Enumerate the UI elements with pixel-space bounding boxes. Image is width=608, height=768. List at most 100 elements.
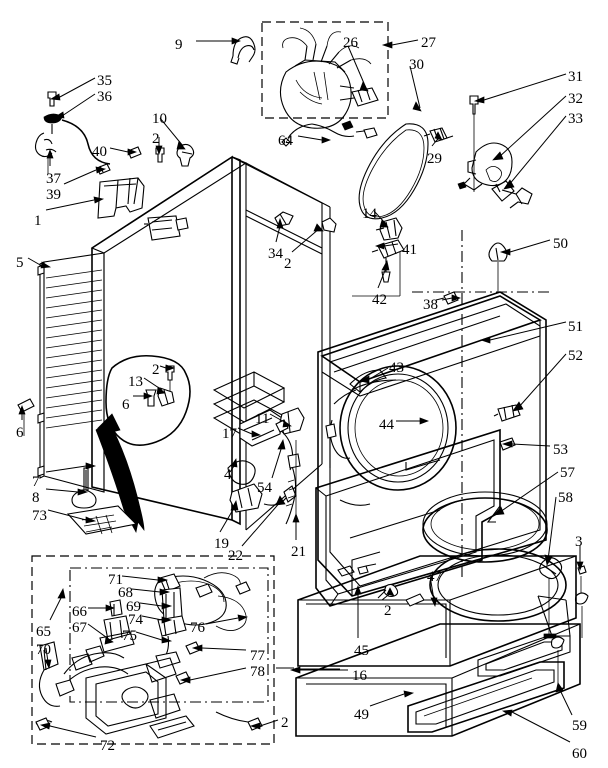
burner-inset-box — [31, 555, 275, 745]
callout-number-70: 70 — [36, 642, 51, 658]
callout-number-47: 47 — [427, 569, 442, 585]
callout-number-51: 51 — [568, 319, 583, 335]
callout-number-30: 30 — [409, 57, 424, 73]
callout-number-68: 68 — [118, 585, 133, 601]
part-41-bracket — [371, 239, 405, 259]
callout-number-66: 66 — [72, 604, 87, 620]
callout-number-8: 8 — [32, 490, 40, 506]
callout-number-38: 38 — [423, 297, 438, 313]
callout-number-2: 2 — [152, 131, 160, 147]
callout-number-34: 34 — [268, 246, 283, 262]
callout-number-29: 29 — [427, 151, 442, 167]
drive-belt — [358, 123, 429, 220]
door-opening — [339, 365, 457, 491]
callout-number-11: 11 — [255, 411, 270, 427]
callout-number-27: 27 — [421, 35, 436, 51]
callout-number-58: 58 — [558, 490, 573, 506]
part-31-screw — [469, 95, 479, 192]
part-14-hinge — [375, 217, 403, 241]
part-2-cabinet-top-screw — [321, 217, 337, 233]
cabinet-access-opening — [105, 354, 191, 446]
part-36-hose — [61, 119, 111, 165]
callout-number-7: 7 — [32, 474, 40, 490]
callout-number-49: 49 — [354, 707, 369, 723]
callout-number-2: 2 — [281, 715, 289, 731]
callout-number-6: 6 — [122, 397, 130, 413]
callout-number-41: 41 — [402, 242, 417, 258]
assembly-direction-arrow — [95, 413, 145, 534]
burner-assembly — [35, 572, 263, 739]
part-3-screw — [574, 565, 589, 638]
callout-number-35: 35 — [97, 73, 112, 89]
callout-number-9: 9 — [175, 37, 183, 53]
callout-number-78: 78 — [250, 664, 265, 680]
callout-number-16: 16 — [352, 668, 367, 684]
callout-number-10: 10 — [152, 111, 167, 127]
callout-number-31: 31 — [568, 69, 583, 85]
callout-number-71: 71 — [108, 572, 123, 588]
callout-number-44: 44 — [379, 417, 394, 433]
part-10-clip — [176, 143, 195, 167]
callout-number-54: 54 — [257, 480, 272, 496]
callout-number-33: 33 — [568, 111, 583, 127]
part-37-clip — [34, 132, 57, 174]
callout-number-37: 37 — [46, 171, 61, 187]
callout-number-5: 5 — [16, 255, 24, 271]
part-47-plate — [297, 548, 577, 667]
callout-number-65: 65 — [36, 624, 51, 640]
callout-number-26: 26 — [343, 35, 358, 51]
callout-number-57: 57 — [560, 465, 575, 481]
callout-number-17: 17 — [222, 426, 237, 442]
callout-number-60: 60 — [572, 746, 587, 762]
callout-number-6: 6 — [16, 425, 24, 441]
callout-number-40: 40 — [92, 144, 107, 160]
callout-number-76: 76 — [190, 620, 205, 636]
part-1-bracket — [97, 177, 145, 219]
callout-number-74: 74 — [128, 612, 143, 628]
callout-number-4: 4 — [224, 467, 232, 483]
part-9-bracket — [230, 36, 256, 65]
callout-number-13: 13 — [128, 374, 143, 390]
callout-number-69: 69 — [126, 599, 141, 615]
callout-number-2: 2 — [384, 603, 392, 619]
part-49-door-plate — [295, 595, 581, 737]
callout-number-2: 2 — [284, 256, 292, 272]
part-34-clip — [274, 211, 294, 227]
part-32-idler-bracket — [457, 142, 513, 191]
callout-number-32: 32 — [568, 91, 583, 107]
callout-number-45: 45 — [354, 643, 369, 659]
callout-number-50: 50 — [553, 236, 568, 252]
callout-number-59: 59 — [572, 718, 587, 734]
callout-number-2: 2 — [152, 362, 160, 378]
callout-number-73: 73 — [32, 508, 47, 524]
leader-lines — [18, 37, 584, 743]
motor-assembly — [279, 27, 379, 129]
part-57-ring — [422, 491, 548, 563]
vent-grille — [45, 269, 103, 429]
part-64-harness — [281, 120, 378, 147]
callout-number-39: 39 — [46, 187, 61, 203]
callout-number-43: 43 — [389, 360, 404, 376]
callout-number-36: 36 — [97, 89, 112, 105]
cabinet-interior-components — [212, 371, 305, 540]
callout-number-22: 22 — [228, 548, 243, 564]
callout-number-42: 42 — [372, 292, 387, 308]
callout-number-52: 52 — [568, 348, 583, 364]
callout-number-77: 77 — [250, 648, 265, 664]
motor-inset-box — [261, 21, 389, 119]
callout-number-67: 67 — [72, 620, 87, 636]
callout-number-1: 1 — [34, 213, 42, 229]
part-50-plug — [488, 242, 508, 292]
callout-number-3: 3 — [575, 534, 583, 550]
callout-number-19: 19 — [214, 536, 229, 552]
callout-number-53: 53 — [553, 442, 568, 458]
cabinet-terminal-block — [144, 215, 189, 241]
callout-number-72: 72 — [100, 738, 115, 754]
callout-number-75: 75 — [122, 628, 137, 644]
part-60-trim — [407, 661, 565, 733]
callout-number-21: 21 — [291, 544, 306, 560]
part-73-label-plate — [66, 505, 138, 535]
front-panel-assembly — [317, 230, 552, 597]
